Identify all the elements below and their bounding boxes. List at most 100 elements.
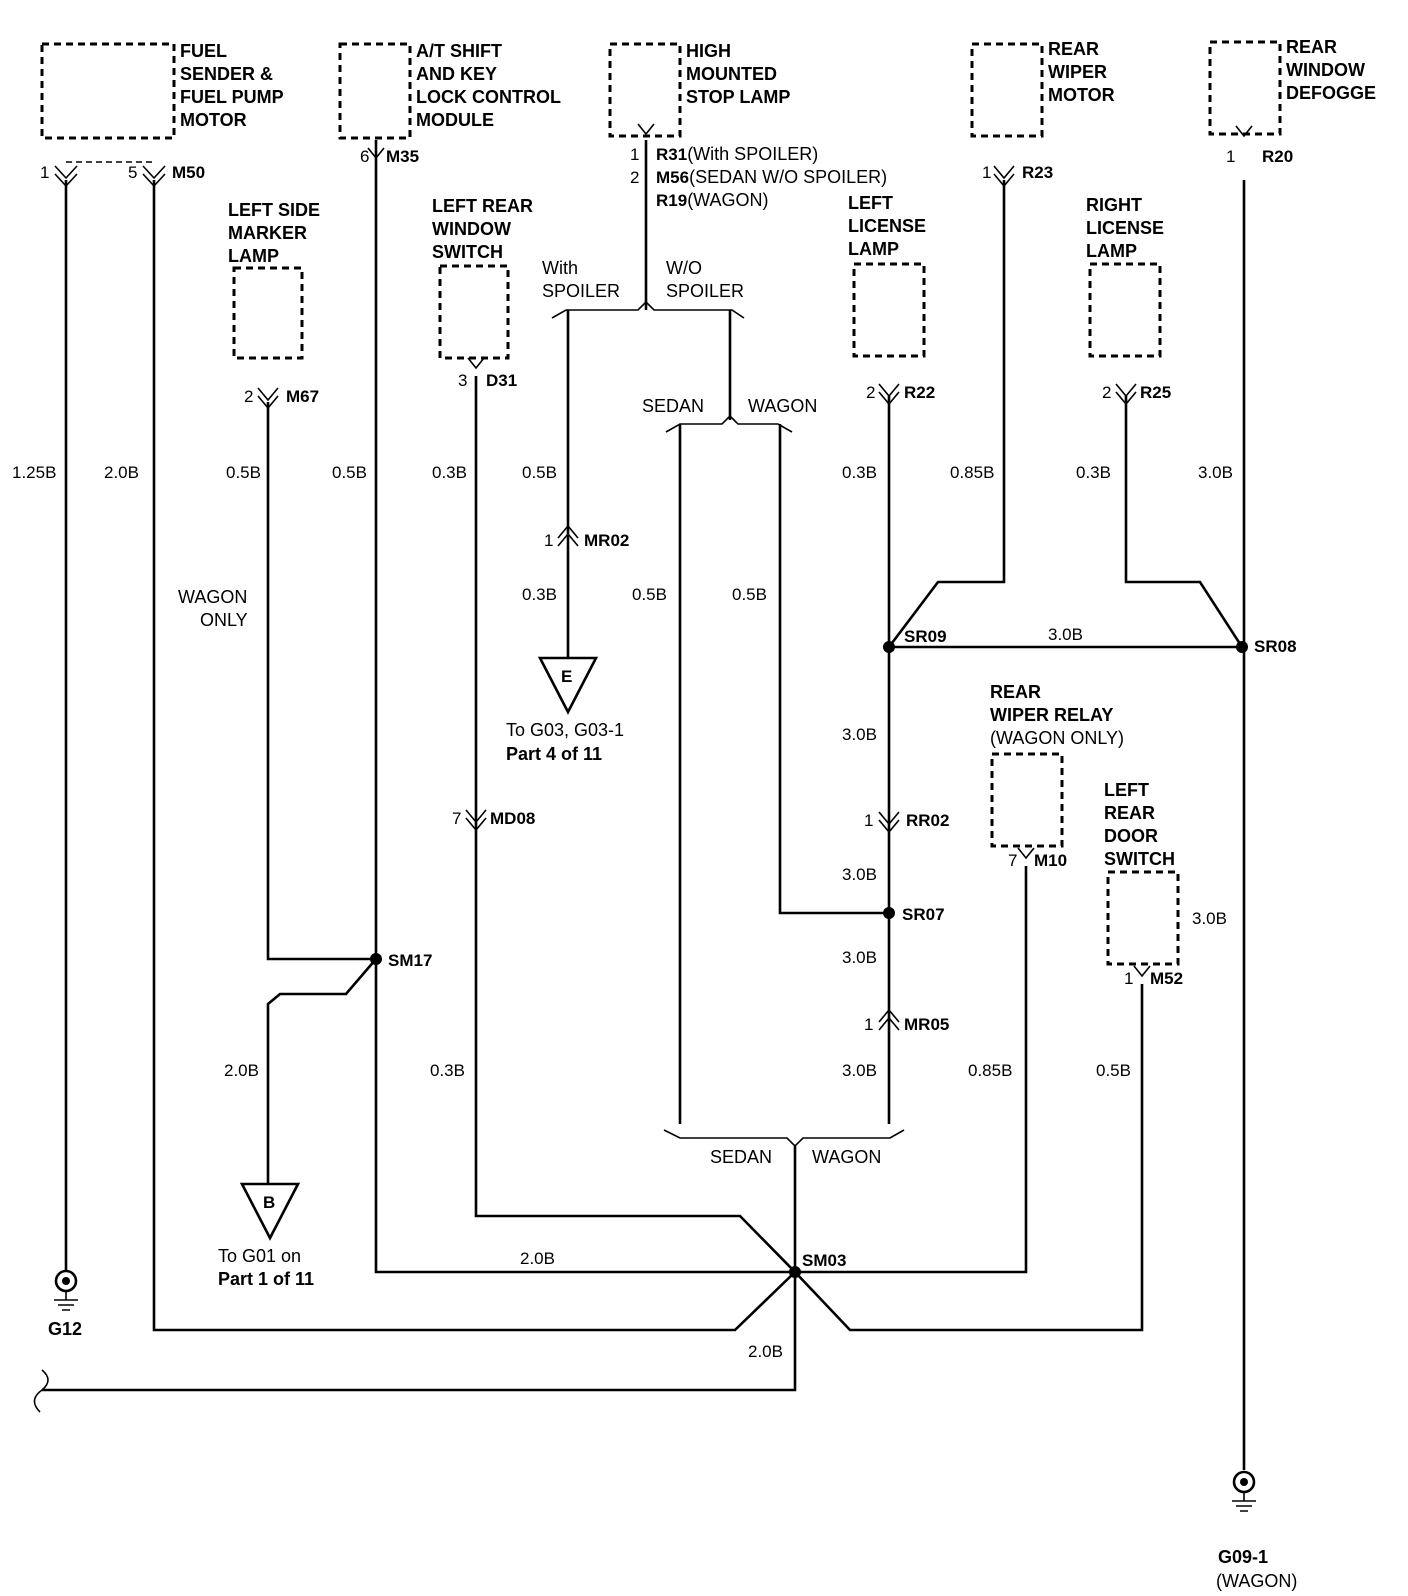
pin-m10: 7 — [1008, 851, 1017, 870]
conn-md08: MD08 — [490, 809, 535, 828]
left-rear-window-switch-component: LEFT REAR WINDOW SWITCH — [432, 196, 533, 360]
wire-m35-sm03 — [374, 140, 795, 1274]
gauge-m67: 0.5B — [226, 463, 261, 482]
pin-m35: 6 — [360, 147, 369, 166]
right-license-label-2: LICENSE — [1086, 218, 1164, 238]
wires — [33, 140, 1246, 1470]
lr-window-switch-label-3: SWITCH — [432, 242, 503, 262]
continuation-hook — [33, 1369, 49, 1413]
left-license-lamp-component: LEFT LICENSE LAMP — [848, 193, 926, 358]
fuel-label-3: FUEL PUMP — [180, 87, 284, 107]
sedan-wagon-bottom-branch — [663, 1129, 905, 1148]
splice-sm03 — [789, 1266, 801, 1278]
at-shift-label-3: LOCK CONTROL — [416, 87, 561, 107]
at-shift-label-2: AND KEY — [416, 64, 497, 84]
wire-m67-sm17 — [266, 402, 376, 961]
conn-r31-line: R31(With SPOILER) — [656, 144, 818, 164]
pin-mr05: 1 — [864, 1015, 873, 1034]
left-marker-label-2: MARKER — [228, 223, 307, 243]
spoiler-branch — [551, 300, 745, 319]
splice-label-sm03: SM03 — [802, 1251, 846, 1270]
wire-gauge-labels: 1.25B 2.0B 0.5B 0.5B 0.3B 0.5B 0.3B 0.5B… — [12, 463, 1233, 1361]
connector-labels: 1 5 M50 6 M35 1 R31(With SPOILER) 2 M56(… — [40, 144, 1293, 1034]
gauge-sr09-rr02: 3.0B — [842, 725, 877, 744]
gauge-g12: 1.25B — [12, 463, 56, 482]
pin-r31: 1 — [630, 145, 639, 164]
ref-e-line-2: Part 4 of 11 — [506, 744, 602, 764]
gauge-sr09-sr08: 3.0B — [1048, 625, 1083, 644]
gauge-md08-down: 0.3B — [430, 1061, 465, 1080]
conn-m35: M35 — [386, 147, 419, 166]
wiper-relay-label-3: (WAGON ONLY) — [990, 728, 1124, 748]
stop-lamp-label-2: MOUNTED — [686, 64, 777, 84]
connector-chevrons — [54, 123, 1253, 1031]
conn-r22: R22 — [904, 383, 935, 402]
gauge-rr02-sr07: 3.0B — [842, 865, 877, 884]
gauge-sm17-b: 2.0B — [224, 1061, 259, 1080]
left-side-marker-component: LEFT SIDE MARKER LAMP — [228, 200, 320, 360]
pin-r23: 1 — [982, 163, 991, 182]
pin-mr02: 1 — [544, 531, 553, 550]
door-switch-label-1: LEFT — [1104, 780, 1149, 800]
gauge-sedan: 0.5B — [632, 585, 667, 604]
right-license-lamp-component: RIGHT LICENSE LAMP — [1086, 195, 1164, 358]
left-marker-label-3: LAMP — [228, 246, 279, 266]
branch-labels: With SPOILER W/O SPOILER SEDAN WAGON SED… — [178, 258, 881, 1167]
fuel-label-2: SENDER & — [180, 64, 273, 84]
branch-wo-spoiler-2: SPOILER — [666, 281, 744, 301]
rear-wiper-motor-label-1: REAR — [1048, 39, 1099, 59]
ref-e-line-1: To G03, G03-1 — [506, 720, 624, 740]
stop-lamp-label-1: HIGH — [686, 41, 731, 61]
branch-wagon-bottom: WAGON — [812, 1147, 881, 1167]
chevron-rr02 — [878, 811, 900, 834]
branch-sedan-bottom: SEDAN — [710, 1147, 772, 1167]
wire-d31-sm03 — [474, 376, 796, 1273]
gauge-r23: 0.85B — [950, 463, 994, 482]
splice-sr07 — [883, 907, 895, 919]
conn-m52: M52 — [1150, 969, 1183, 988]
door-switch-label-4: SWITCH — [1104, 849, 1175, 869]
ground-g09: G09-1 (WAGON) — [1216, 1470, 1297, 1591]
wire-wagon — [778, 424, 889, 915]
gauge-m52-down: 0.5B — [1096, 1061, 1131, 1080]
stop-lamp-component: HIGH MOUNTED STOP LAMP — [608, 41, 790, 138]
pin-d31: 3 — [458, 371, 467, 390]
gauge-sr07-mr05: 3.0B — [842, 948, 877, 967]
conn-m67: M67 — [286, 387, 319, 406]
wire-r23-sr09 — [887, 180, 1006, 648]
stop-lamp-label-3: STOP LAMP — [686, 87, 790, 107]
splice-label-sr09: SR09 — [904, 627, 947, 646]
conn-r25: R25 — [1140, 383, 1171, 402]
conn-mr05: MR05 — [904, 1015, 949, 1034]
branch-wo-spoiler-1: W/O — [666, 258, 702, 278]
pin-md08: 7 — [452, 809, 461, 828]
rear-wiper-motor-label-2: WIPER — [1048, 62, 1107, 82]
branch-wagon-top: WAGON — [748, 396, 817, 416]
chevron-m52 — [1133, 965, 1151, 978]
chevron-m50-5 — [142, 165, 166, 188]
ground-g09-label: G09-1 — [1218, 1547, 1268, 1567]
pin-rr02: 1 — [864, 811, 873, 830]
door-switch-label-3: DOOR — [1104, 826, 1158, 846]
right-license-label-1: RIGHT — [1086, 195, 1142, 215]
conn-r23: R23 — [1022, 163, 1053, 182]
conn-mr02: MR02 — [584, 531, 629, 550]
wire-sm17-b — [266, 958, 377, 1184]
pin-m56: 2 — [630, 168, 639, 187]
right-license-label-3: LAMP — [1086, 241, 1137, 261]
chevron-r31 — [637, 123, 655, 136]
left-license-label-2: LICENSE — [848, 216, 926, 236]
splice-label-sr08: SR08 — [1254, 637, 1297, 656]
conn-m10: M10 — [1034, 851, 1067, 870]
wire-sm03-bottom — [42, 1146, 797, 1392]
pin-m67: 2 — [244, 387, 253, 406]
gauge-mr05-down: 3.0B — [842, 1061, 877, 1080]
chevron-m35 — [367, 147, 385, 160]
ground-g12-label: G12 — [48, 1319, 82, 1339]
wire-m50-sm03 — [152, 180, 796, 1332]
conn-r19: R19 — [656, 191, 687, 210]
triangle-e-icon — [537, 656, 599, 715]
rear-defogger-label-3: DEFOGGE — [1286, 83, 1376, 103]
fuel-label-1: FUEL — [180, 41, 227, 61]
gauge-m35: 0.5B — [332, 463, 367, 482]
